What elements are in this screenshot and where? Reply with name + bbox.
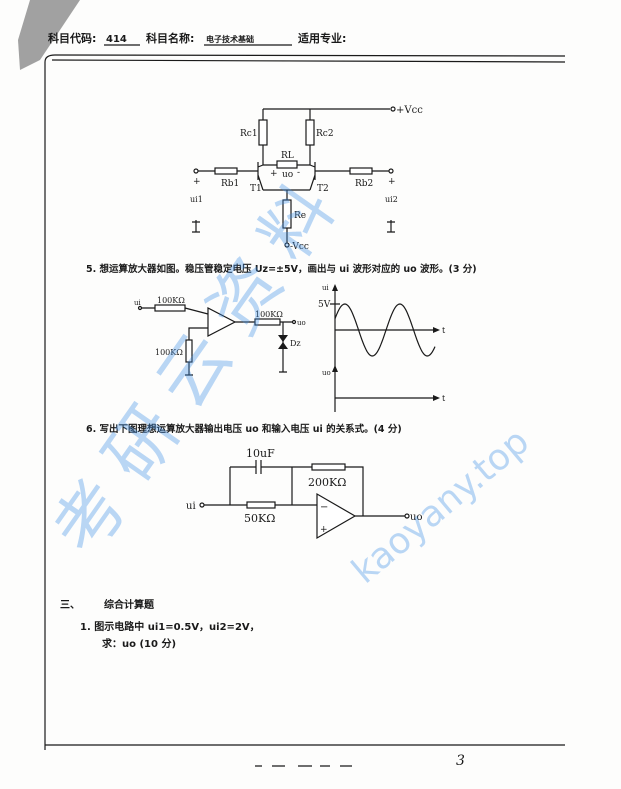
- uo-minus: -: [297, 168, 300, 178]
- uo-label: uo: [282, 170, 293, 180]
- vcc-pos-label: +Vcc: [396, 105, 423, 116]
- rc1-resistor: [258, 119, 268, 146]
- opamp-triangle: [316, 492, 357, 540]
- section-number: 三、: [60, 599, 80, 611]
- ui-label: ui: [186, 501, 196, 512]
- re-resistor: [282, 199, 292, 229]
- code-label: 科目代码:: [48, 31, 96, 45]
- waveform-chart: ui 5V t uo t: [318, 284, 446, 412]
- header: 科目代码: 414 科目名称: 电子技术基础 适用专业:: [48, 31, 346, 46]
- ui-sine-wave: [334, 303, 436, 357]
- rc2-label: Rc2: [316, 129, 334, 139]
- watermark-url: kaoyany.top: [344, 421, 537, 592]
- vcc-neg-label: -Vcc: [290, 242, 309, 252]
- zener-opamp-circuit: ui 100KΩ 100KΩ 100KΩ uo Dz: [134, 296, 306, 376]
- r-out-label: 100KΩ: [255, 310, 283, 319]
- uo-label: uo: [410, 512, 422, 523]
- t1-label: T1: [250, 184, 262, 194]
- rb2-label: Rb2: [355, 179, 373, 189]
- wave-ui-label: ui: [322, 284, 330, 292]
- rf-label: 200KΩ: [308, 476, 346, 489]
- uo-plus: +: [270, 169, 278, 179]
- integrator-circuit: 10uF 200KΩ 50KΩ ui uo − +: [186, 447, 422, 540]
- capacitor: [255, 460, 262, 474]
- subject-name-value: 电子技术基础: [206, 34, 254, 44]
- ground-symbols: [192, 220, 395, 233]
- rb1-label: Rb1: [221, 179, 239, 189]
- section3-q1-line1: 1. 图示电路中 ui1=0.5V，ui2=2V，: [80, 620, 260, 633]
- question-5-text: 5. 想运算放大器如图。稳压管稳定电压 Uz=±5V，画出与 ui 波形对应的 …: [86, 263, 477, 275]
- amplitude-label: 5V: [318, 300, 331, 310]
- ui1-label: ui1: [190, 195, 203, 204]
- r-gnd-label: 100KΩ: [155, 348, 183, 357]
- watermark-chars: 考研云资料: [37, 154, 362, 570]
- rb2-resistor: [349, 167, 373, 175]
- major-label: 适用专业:: [298, 31, 346, 45]
- rin-label: 50KΩ: [244, 512, 275, 525]
- section-title: 综合计算题: [104, 598, 155, 611]
- t2-label: T2: [317, 184, 329, 194]
- ui-label: ui: [134, 299, 142, 307]
- re-label: Re: [294, 211, 306, 221]
- ui2-plus: +: [388, 177, 396, 187]
- watermark: 考研云资料 kaoyany.top: [37, 154, 537, 592]
- section3-q1-line2: 求：uo (10 分): [102, 637, 176, 650]
- rl-label: RL: [281, 151, 294, 161]
- ui1-plus: +: [193, 177, 201, 187]
- differential-amplifier-circuit: +Vcc Rc1 Rc2 RL + uo - Re -Vcc T1 T2 Rb1…: [190, 105, 423, 252]
- wave-uo-label: uo: [322, 369, 331, 377]
- page-border: [44, 54, 566, 750]
- rb1-resistor: [214, 167, 238, 175]
- r-in-label: 100KΩ: [157, 296, 185, 305]
- code-value: 414: [106, 34, 127, 45]
- rc2-resistor: [305, 119, 315, 146]
- rc1-label: Rc1: [240, 129, 258, 139]
- t-axis-label-2: t: [442, 394, 446, 403]
- cap-label: 10uF: [246, 447, 275, 460]
- noninverting-sign: +: [320, 525, 328, 535]
- uo-label: uo: [297, 319, 306, 327]
- t-axis-label: t: [442, 326, 446, 335]
- zener-diode: [278, 335, 288, 349]
- rl-resistor: [276, 160, 298, 169]
- corner-stamp: [18, 0, 80, 70]
- question-6-text: 6. 写出下图理想运算放大器输出电压 uo 和输入电压 ui 的关系式。(4 分…: [86, 423, 402, 435]
- page-number: 3: [456, 753, 465, 769]
- inverting-sign: −: [320, 502, 328, 513]
- subject-name-label: 科目名称:: [146, 31, 194, 45]
- dz-label: Dz: [290, 339, 301, 348]
- opamp-triangle: [207, 307, 237, 337]
- ui2-label: ui2: [385, 195, 398, 204]
